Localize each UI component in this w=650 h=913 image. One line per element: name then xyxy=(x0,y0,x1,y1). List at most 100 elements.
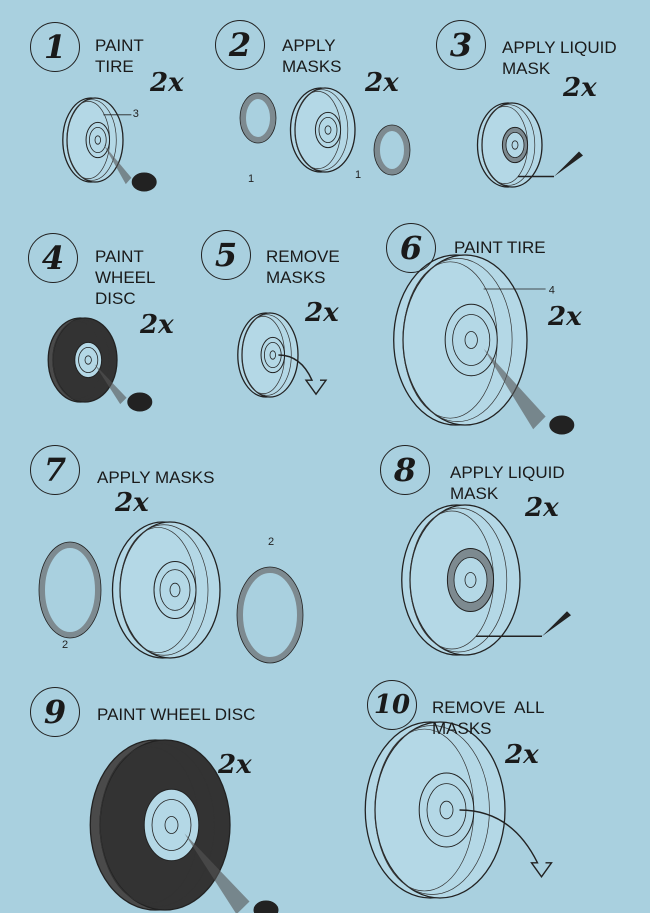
quantity-label: 2x xyxy=(140,310,174,340)
peel-arrow-icon xyxy=(278,354,328,396)
axle xyxy=(464,572,477,588)
spray-cone xyxy=(94,364,127,405)
tread-line xyxy=(66,99,117,181)
axle xyxy=(324,125,332,135)
mask-ring-outline xyxy=(239,92,277,144)
part-callout: 4 xyxy=(549,284,555,296)
axle xyxy=(511,140,519,150)
part-callout: 1 xyxy=(248,173,254,185)
step-title: APPLY MASKS xyxy=(282,36,342,76)
wheel-disc xyxy=(314,111,342,149)
mask-ring xyxy=(374,125,410,175)
hub xyxy=(318,117,338,144)
tire xyxy=(402,254,528,426)
tire-side xyxy=(289,87,352,173)
part-callout: 2 xyxy=(62,639,68,651)
peel-arrow-icon xyxy=(459,809,553,879)
tread-line xyxy=(52,319,110,401)
tread-line xyxy=(409,510,494,650)
hub xyxy=(89,127,107,154)
step-number: 4 xyxy=(28,233,78,283)
step-title: REMOVE ALL MASKS xyxy=(432,698,545,738)
airbrush-icon xyxy=(131,172,157,192)
axle xyxy=(164,816,179,834)
brush-icon xyxy=(542,611,571,637)
spray-cone xyxy=(483,348,546,430)
tire xyxy=(409,504,521,656)
mask-ring xyxy=(240,93,276,143)
tread-line xyxy=(402,258,513,422)
tread-line xyxy=(66,101,110,179)
tire-side xyxy=(237,312,295,398)
tire-side xyxy=(47,317,113,403)
mask-ring-outline xyxy=(236,566,304,664)
wheel-icon: 22 xyxy=(38,521,304,664)
step-number: 7 xyxy=(30,445,80,495)
tread-line xyxy=(294,91,341,169)
spray-cone xyxy=(103,144,132,185)
step-number: 2 xyxy=(215,20,265,70)
wheel-icon xyxy=(476,102,583,188)
tire-side xyxy=(401,504,513,656)
mask-ring-outline xyxy=(38,541,102,639)
quantity-label: 2x xyxy=(115,488,149,518)
step-title: PAINT WHEEL DISC xyxy=(95,247,156,308)
tread-line xyxy=(294,89,349,171)
tread-line xyxy=(402,261,498,419)
quantity-label: 2x xyxy=(563,73,597,103)
wheel-icon xyxy=(47,317,153,412)
tire xyxy=(119,521,221,659)
tire-side xyxy=(364,721,496,899)
wheel-disc xyxy=(418,772,475,848)
mask-ring xyxy=(237,567,303,663)
wheel-disc xyxy=(74,341,103,379)
step-title: APPLY MASKS xyxy=(97,468,215,487)
axle xyxy=(94,135,101,145)
step-title: PAINT WHEEL DISC xyxy=(97,705,256,724)
tread-line xyxy=(409,507,508,653)
hub xyxy=(426,783,467,837)
axle xyxy=(464,331,478,349)
tread-line xyxy=(241,314,292,396)
step-title: PAINT TIRE xyxy=(454,238,546,257)
step-number: 8 xyxy=(380,445,430,495)
quantity-label: 2x xyxy=(365,68,399,98)
part-callout: 2 xyxy=(268,536,274,548)
step-number: 9 xyxy=(30,687,80,737)
hub xyxy=(453,557,488,603)
wheel-disc xyxy=(501,126,529,164)
airbrush-icon xyxy=(253,900,279,913)
tire-side xyxy=(111,521,214,659)
hub xyxy=(263,341,282,368)
tire xyxy=(481,102,543,188)
quantity-label: 2x xyxy=(305,298,339,328)
tread-line xyxy=(241,316,285,394)
wheel-disc xyxy=(446,548,495,612)
tire-side xyxy=(62,97,120,183)
part-callout: 1 xyxy=(355,169,361,181)
tire xyxy=(99,739,231,911)
step-title: APPLY LIQUID MASK xyxy=(502,38,617,78)
step-number: 1 xyxy=(30,22,80,72)
tire xyxy=(52,317,118,403)
wheel-disc xyxy=(444,303,498,377)
wheel-disc xyxy=(143,788,200,862)
tread-line xyxy=(119,527,197,653)
wheel-disc xyxy=(260,336,286,374)
hub xyxy=(159,569,191,611)
tire xyxy=(294,87,356,173)
tire xyxy=(374,721,506,899)
hub xyxy=(151,799,192,851)
step-number: 3 xyxy=(436,20,486,70)
tire xyxy=(241,312,299,398)
airbrush-icon xyxy=(549,415,575,435)
wheel-icon xyxy=(401,504,571,656)
quantity-label: 2x xyxy=(548,302,582,332)
axle xyxy=(84,355,92,365)
part-callout: 3 xyxy=(133,108,139,120)
step-number: 5 xyxy=(201,230,251,280)
wheel-disc xyxy=(85,121,111,159)
airbrush-icon xyxy=(127,392,153,412)
quantity-label: 2x xyxy=(525,493,559,523)
